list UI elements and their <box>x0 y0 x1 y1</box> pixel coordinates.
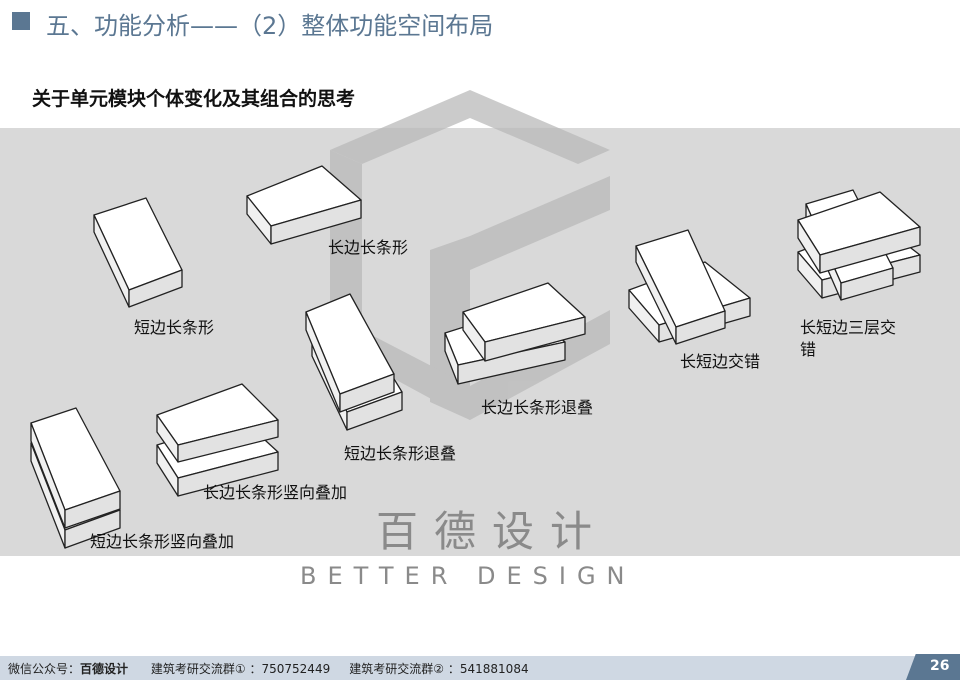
footer-info: 微信公众号：百德设计 建筑考研交流群① ：750752449 建筑考研交流群② … <box>8 660 529 677</box>
label-long-vertical-stack: 长边长条形竖向叠加 <box>203 483 348 502</box>
label-short-strip: 短边长条形 <box>134 318 215 337</box>
block-long-strip <box>246 165 362 245</box>
label-short-stack-retreat: 短边长条形退叠 <box>344 444 457 463</box>
block-short-strip <box>93 197 183 308</box>
label-long-short-cross: 长短边交错 <box>680 352 761 371</box>
label-long-strip: 长边长条形 <box>328 238 409 257</box>
block-long-vertical-stack <box>156 383 279 497</box>
watermark-english: BETTER DESIGN <box>300 562 636 590</box>
footer-group-1: 建筑考研交流群① ：750752449 <box>150 662 331 676</box>
footer-wechat-label: 微信公众号： <box>8 662 81 676</box>
block-short-stack-retreat <box>305 293 403 431</box>
footer-wechat-name: 百德设计 <box>80 662 129 676</box>
footer-group-2: 建筑考研交流群② ：541881084 <box>349 662 529 676</box>
label-long-stack-retreat: 长边长条形退叠 <box>481 398 594 417</box>
header-square-icon <box>12 12 30 30</box>
label-three-layer-cross-2: 错 <box>800 340 817 359</box>
label-three-layer-cross-1: 长短边三层交 <box>800 318 897 337</box>
watermark-chinese: 百德设计 <box>376 507 609 556</box>
block-long-stack-retreat <box>444 282 586 385</box>
section-subtitle: 关于单元模块个体变化及其组合的思考 <box>32 88 356 110</box>
block-short-vertical-stack <box>30 407 121 549</box>
block-three-layer-cross <box>797 189 921 301</box>
page-number-tab: 26 <box>906 654 960 680</box>
label-short-vertical-stack: 短边长条形竖向叠加 <box>90 532 235 551</box>
page-title: 五、功能分析——（2）整体功能空间布局 <box>46 12 494 40</box>
block-long-short-cross <box>628 229 751 345</box>
page-number: 26 <box>930 658 950 674</box>
footer-bar: 微信公众号：百德设计 建筑考研交流群① ：750752449 建筑考研交流群② … <box>0 656 960 680</box>
